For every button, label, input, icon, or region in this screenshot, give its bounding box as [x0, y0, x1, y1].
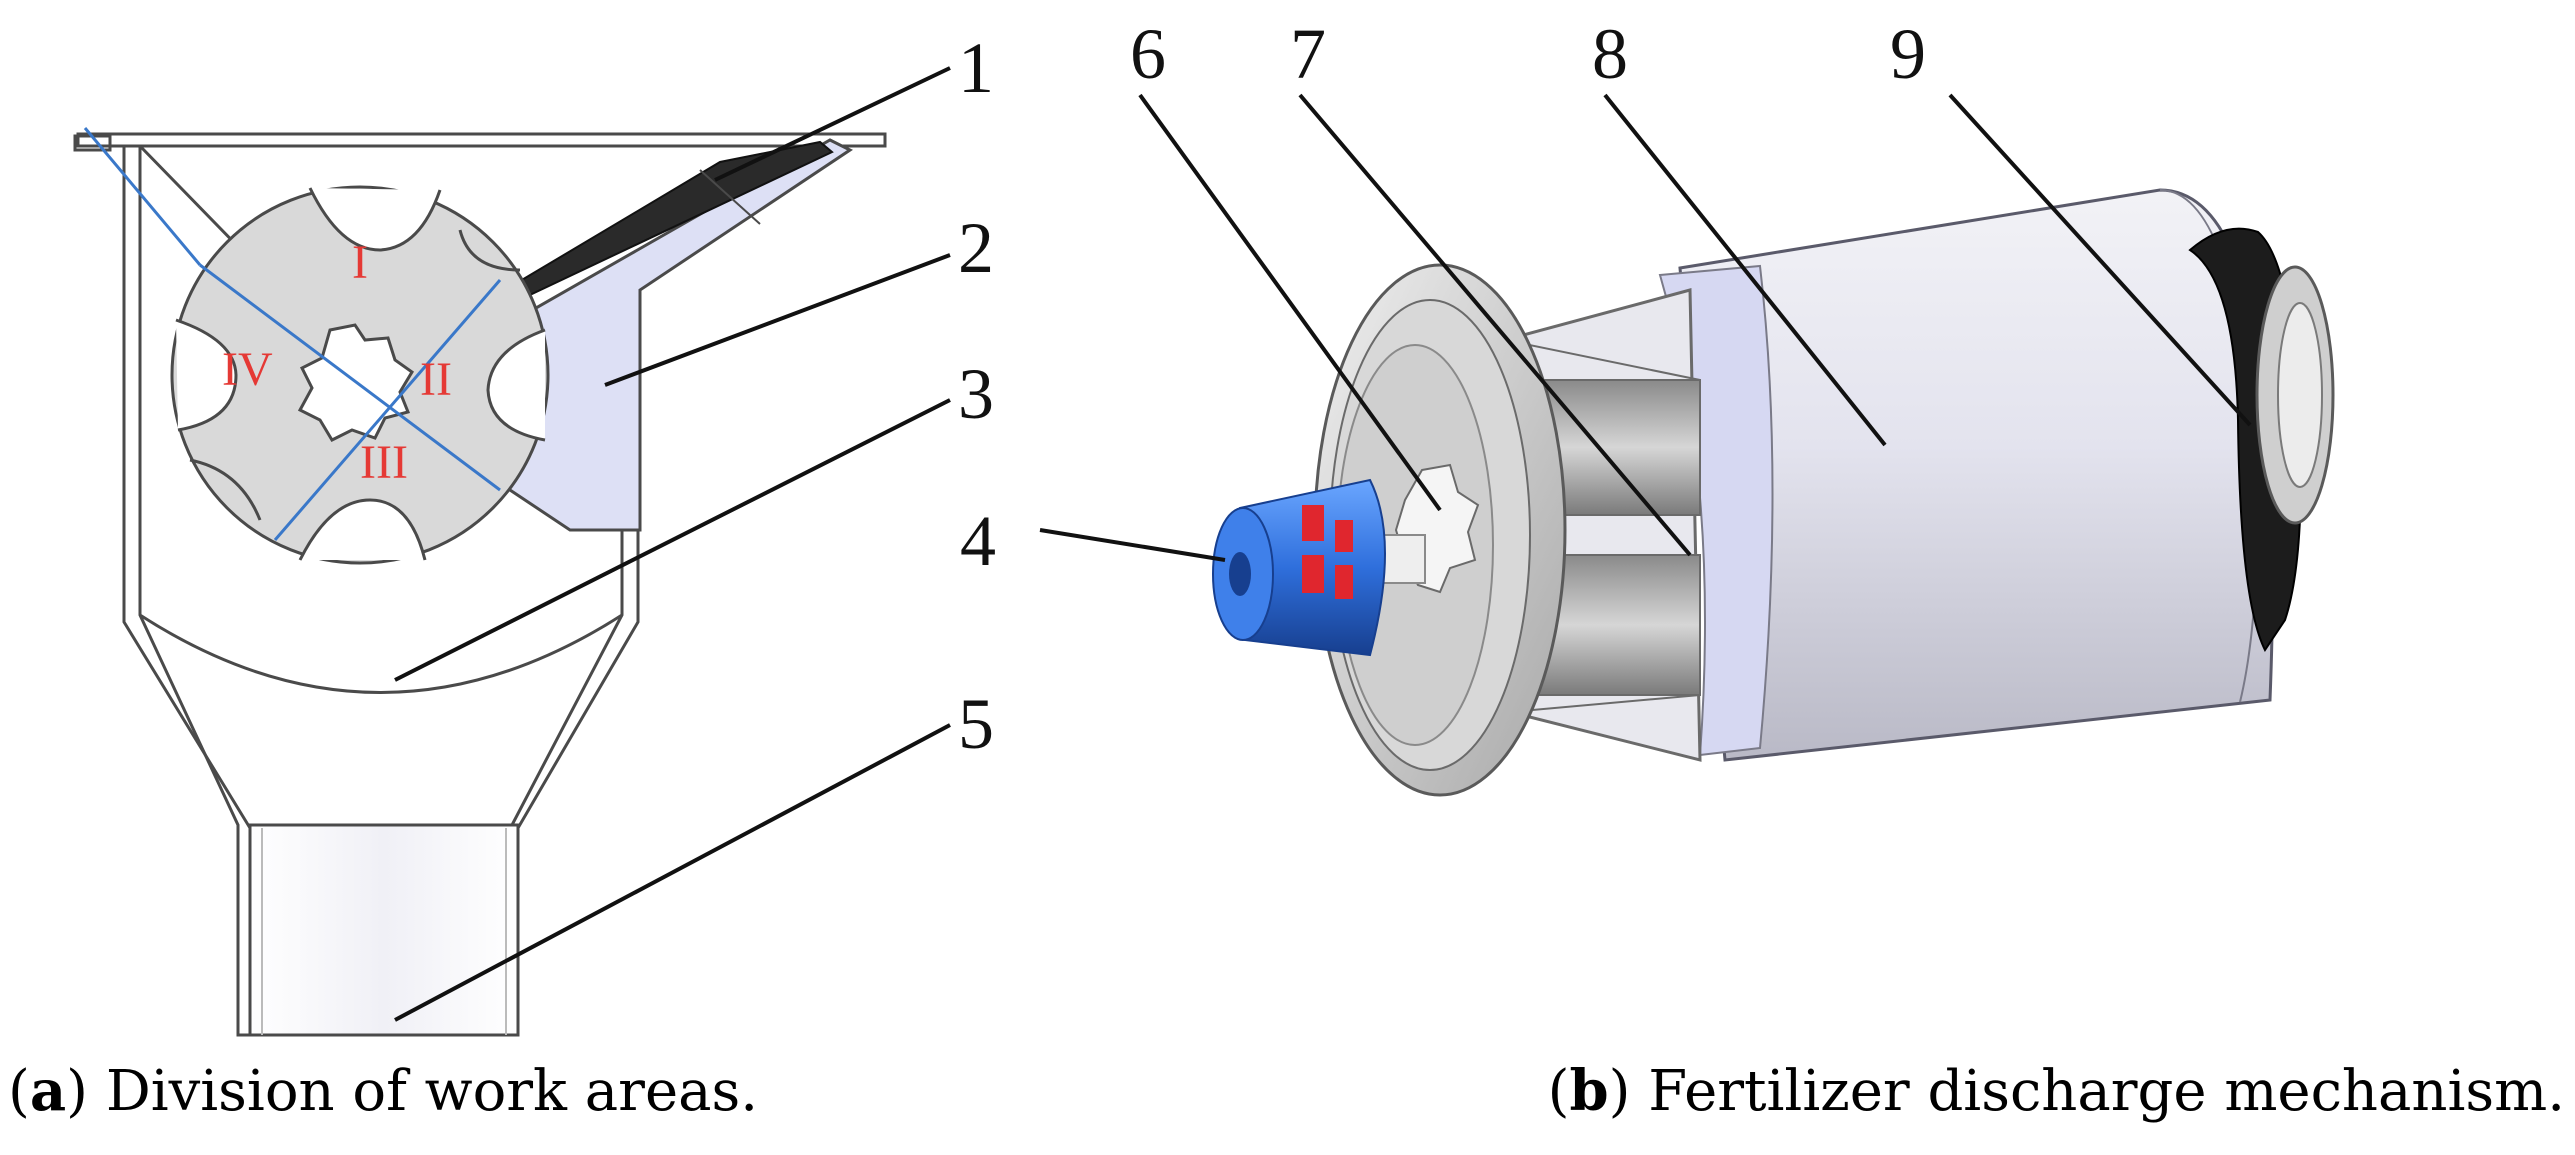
slotted-wheel: I II III IV: [83, 127, 550, 565]
zone-divider-lines: [83, 127, 502, 541]
discharge-mechanism-view: [1039, 93, 2335, 797]
caption-b-text: Fertilizer discharge mechanism.: [1648, 1059, 2565, 1124]
callout-1: 1: [958, 28, 994, 108]
caption-a-text: Division of work areas.: [105, 1059, 759, 1124]
leader-lines-b: [1039, 93, 2252, 562]
callout-2: 2: [958, 208, 994, 288]
outlet-pipe: [248, 823, 520, 1037]
chamber-bottom-arc: [139, 613, 623, 694]
caption-b: (b) Fertilizer discharge mechanism.: [1547, 1058, 2565, 1124]
caption-b-tag: b: [1569, 1058, 1609, 1124]
callout-9: 9: [1890, 14, 1926, 94]
hopper-top-rim: [73, 132, 887, 152]
callout-7: 7: [1290, 14, 1326, 94]
caption-a: (a) Division of work areas.: [8, 1058, 759, 1124]
zone-label-4: IV: [222, 343, 273, 396]
zone-label-3: III: [360, 436, 408, 489]
caption-a-tag: a: [29, 1058, 67, 1124]
zone-label-1: I: [352, 236, 368, 289]
callout-8: 8: [1592, 14, 1628, 94]
end-flange: [1313, 263, 1567, 797]
hopper-section-view: I II III IV: [73, 66, 951, 1037]
callout-4: 4: [960, 501, 996, 581]
jaw-coupling: [1212, 478, 1426, 657]
zone-label-2: II: [420, 353, 452, 406]
brush-strip: [503, 140, 834, 304]
leader-lines-a: [394, 66, 951, 1022]
seal-ring: [2188, 227, 2335, 652]
callout-6: 6: [1130, 14, 1166, 94]
callout-numbers: 1 2 3 4 5 6 7 8 9: [958, 14, 1926, 764]
callout-5: 5: [958, 684, 994, 764]
callout-3: 3: [958, 354, 994, 434]
